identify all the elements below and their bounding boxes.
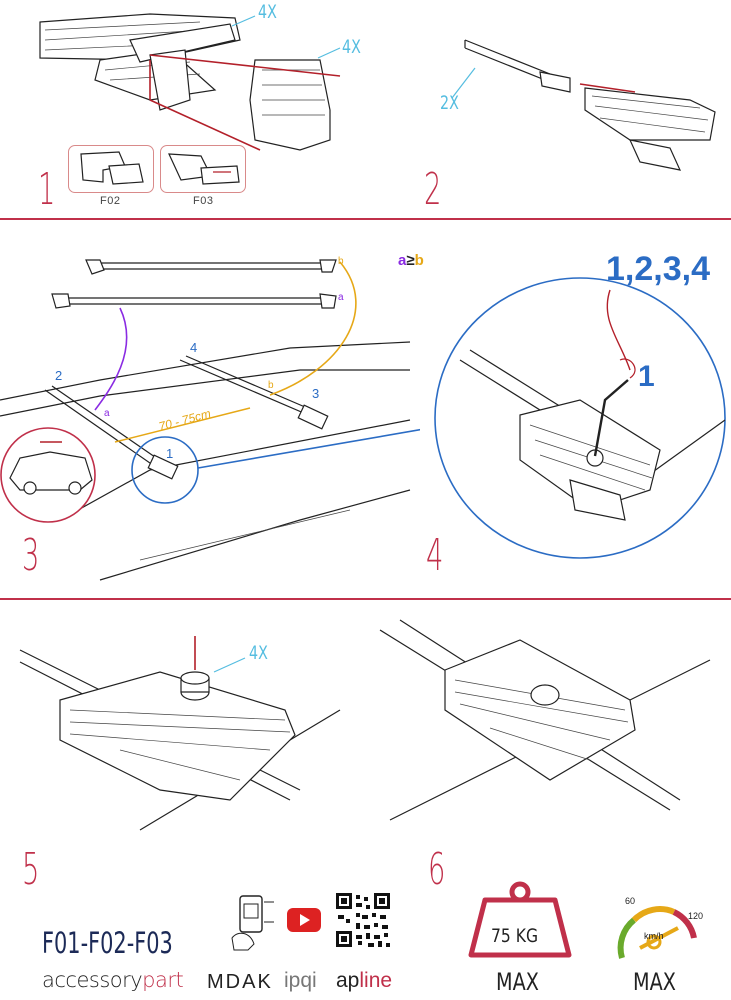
end-label-a-2: a <box>338 292 344 303</box>
step-2-panel: 2X 2 <box>370 0 731 218</box>
step-number-1: 1 <box>38 164 56 215</box>
step-3-illustration <box>0 259 420 581</box>
tighten-sequence-text: 1,2,3,4 <box>606 250 710 288</box>
speed-max: 120 <box>688 911 704 921</box>
callout-4x-clip: 4X <box>342 36 361 58</box>
sub-figure-f02 <box>68 145 154 193</box>
end-label-b-2: b <box>338 256 344 267</box>
step-5-illustration <box>19 636 341 831</box>
qr-code-icon[interactable] <box>336 893 390 947</box>
tighten-item-1: 1 <box>638 360 655 393</box>
brand-line: line <box>359 969 393 992</box>
sub-figure-f03 <box>160 145 246 193</box>
sub-label-f03: F03 <box>193 195 214 207</box>
part-codes: F01-F02-F03 <box>42 926 173 960</box>
tighten-sequence: 1,2,3,4 <box>606 250 710 289</box>
speed-min: 60 <box>625 896 636 906</box>
brand-part: part <box>142 968 184 992</box>
bar-label-4: 4 <box>190 340 198 355</box>
max-speed-label: MAX <box>633 968 676 996</box>
speedometer-icon <box>612 898 702 964</box>
step-6-illustration <box>379 619 711 821</box>
step-2-illustration <box>451 39 716 171</box>
end-label-a-1: a <box>104 408 110 419</box>
phone-scan-icon <box>228 892 276 952</box>
callout-4x-top: 4X <box>258 1 277 23</box>
callout-2x: 2X <box>440 92 459 114</box>
step-1-panel: 4X 4X F02 F03 1 <box>0 0 370 218</box>
end-label-b-1: b <box>268 380 274 391</box>
brand-accessory: accessory <box>42 968 143 992</box>
weight-value: 75 KG <box>491 925 539 947</box>
brand-accessorypart: accessorypart <box>42 968 184 992</box>
youtube-icon[interactable] <box>287 908 321 932</box>
step-number-5: 5 <box>22 844 40 895</box>
sub-label-f02: F02 <box>100 195 121 207</box>
step-5-panel: 4X 5 <box>0 600 370 892</box>
step-number-4: 4 <box>426 530 444 581</box>
brand-modak: MDAK <box>207 971 273 993</box>
bar-label-3: 3 <box>312 386 320 401</box>
brand-ipqi: ipqi <box>284 969 317 992</box>
weight-icon <box>465 880 575 960</box>
rule-a-ge-b: a≥b <box>398 252 424 269</box>
step-3-panel: a≥b 70 - 75cm 2 4 3 1 a b a b 3 <box>0 220 424 600</box>
step-4-illustration <box>434 277 726 559</box>
speed-unit: km/h <box>644 931 664 941</box>
step-number-2: 2 <box>424 164 442 215</box>
separator-top <box>0 218 731 220</box>
callout-4x-knob: 4X <box>249 642 268 664</box>
step-1-illustration <box>39 13 341 151</box>
rule-ge: ≥ <box>406 252 415 269</box>
step-4-panel: 1,2,3,4 1 4 <box>420 220 731 600</box>
separator-middle <box>0 598 731 600</box>
brand-ap: ap <box>336 969 360 992</box>
step-number-3: 3 <box>22 530 40 581</box>
bar-label-2: 2 <box>55 368 63 383</box>
step-number-6: 6 <box>428 844 446 895</box>
step-6-panel: 6 <box>370 600 731 892</box>
bar-label-1: 1 <box>166 446 174 461</box>
rule-b: b <box>414 252 424 269</box>
max-weight-label: MAX <box>496 968 539 996</box>
brand-apline: apline <box>336 970 392 991</box>
rule-a: a <box>398 252 407 269</box>
